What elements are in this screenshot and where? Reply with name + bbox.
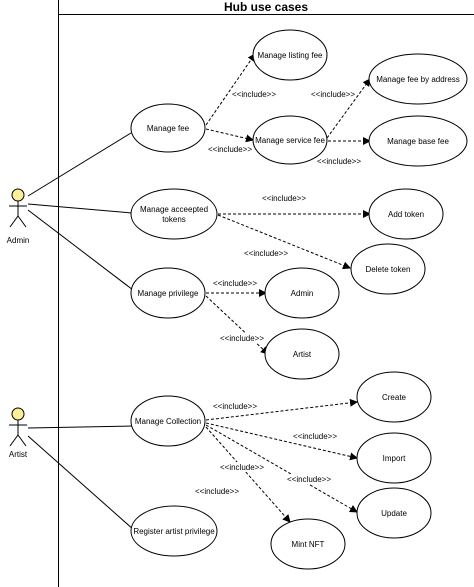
include-label: <<include>>: [317, 157, 361, 166]
include-manage-fee-listing: [205, 53, 256, 126]
use-case-manage-fee[interactable]: Manage fee: [130, 103, 206, 153]
svg-text:Manage privilege: Manage privilege: [138, 289, 199, 298]
include-collection-import: [205, 422, 358, 461]
svg-text:Manage acceepted: Manage acceepted: [140, 205, 208, 214]
svg-text:Manage listing fee: Manage listing fee: [258, 51, 323, 60]
use-case-privilege-admin[interactable]: Admin: [264, 267, 340, 319]
admin-head: [11, 188, 25, 202]
use-case-register-artist-privilege[interactable]: Register artist privilege: [130, 505, 218, 557]
include-label: <<include>>: [287, 475, 331, 484]
svg-text:Register artist privilege: Register artist privilege: [133, 527, 215, 536]
svg-text:Manage fee by address: Manage fee by address: [376, 75, 460, 84]
include-label: <<include>>: [195, 487, 239, 496]
include-collection-mint: [205, 426, 291, 523]
include-label: <<include>>: [220, 463, 264, 472]
actor-admin-label: Admin: [7, 236, 30, 245]
svg-text:Artist: Artist: [293, 350, 312, 359]
include-label: <<include>>: [213, 402, 257, 411]
svg-text:tokens: tokens: [162, 215, 186, 224]
svg-text:Update: Update: [381, 509, 407, 518]
actor-admin[interactable]: Admin: [7, 188, 30, 245]
use-case-manage-base-fee[interactable]: Manage base fee: [368, 115, 468, 167]
include-labels: <<include>> <<include>> <<include>> <<in…: [195, 89, 361, 496]
use-case-privilege-artist[interactable]: Artist: [264, 328, 340, 380]
assoc-admin-manage-tokens: [27, 203, 133, 214]
svg-text:Manage Collection: Manage Collection: [135, 417, 201, 426]
include-label: <<include>>: [213, 279, 257, 288]
use-case-create[interactable]: Create: [356, 371, 432, 423]
svg-text:Manage base fee: Manage base fee: [387, 137, 449, 146]
use-case-manage-listing-fee[interactable]: Manage listing fee: [252, 29, 328, 81]
actor-artist-label: Artist: [9, 450, 28, 459]
use-case-manage-service-fee[interactable]: Manage service fee: [252, 115, 328, 165]
include-label: <<include>>: [220, 334, 264, 343]
svg-text:Create: Create: [382, 393, 407, 402]
include-service-by-address: [326, 78, 371, 139]
use-case-mint-nft[interactable]: Mint NFT: [270, 518, 346, 570]
include-collection-update: [205, 424, 358, 513]
include-label: <<include>>: [232, 90, 276, 99]
artist-head: [11, 407, 25, 421]
include-label: <<include>>: [311, 90, 355, 99]
use-case-add-token[interactable]: Add token: [368, 188, 444, 240]
use-case-manage-accepted-tokens[interactable]: Manage acceepted tokens: [130, 188, 218, 240]
svg-text:Manage service fee: Manage service fee: [255, 136, 325, 145]
assoc-admin-manage-privilege: [27, 209, 134, 291]
actor-artist[interactable]: Artist: [9, 407, 28, 459]
use-case-delete-token[interactable]: Delete token: [350, 243, 426, 295]
assoc-artist-register-privilege: [27, 435, 135, 531]
svg-text:Add token: Add token: [388, 210, 424, 219]
assoc-admin-manage-fee: [27, 132, 132, 197]
svg-text:Admin: Admin: [291, 289, 314, 298]
assoc-artist-manage-collection: [27, 425, 133, 429]
use-case-import[interactable]: Import: [356, 432, 432, 484]
svg-text:Mint NFT: Mint NFT: [292, 540, 325, 549]
svg-text:Import: Import: [383, 454, 406, 463]
diagram-title: Hub use cases: [224, 0, 308, 14]
include-tokens-delete: [217, 214, 351, 270]
include-privilege-artist: [205, 295, 269, 355]
include-collection-create: [205, 398, 358, 421]
include-label: <<include>>: [244, 249, 288, 258]
use-case-update[interactable]: Update: [356, 487, 432, 539]
svg-text:Manage fee: Manage fee: [147, 124, 190, 133]
use-case-manage-collection[interactable]: Manage Collection: [130, 395, 206, 447]
include-label: <<include>>: [262, 194, 306, 203]
include-manage-fee-service: [205, 128, 254, 143]
include-label: <<include>>: [208, 145, 252, 154]
svg-text:Delete token: Delete token: [366, 265, 411, 274]
use-case-manage-privilege[interactable]: Manage privilege: [130, 267, 206, 319]
use-case-manage-fee-by-address[interactable]: Manage fee by address: [368, 53, 468, 105]
include-label: <<include>>: [293, 432, 337, 441]
